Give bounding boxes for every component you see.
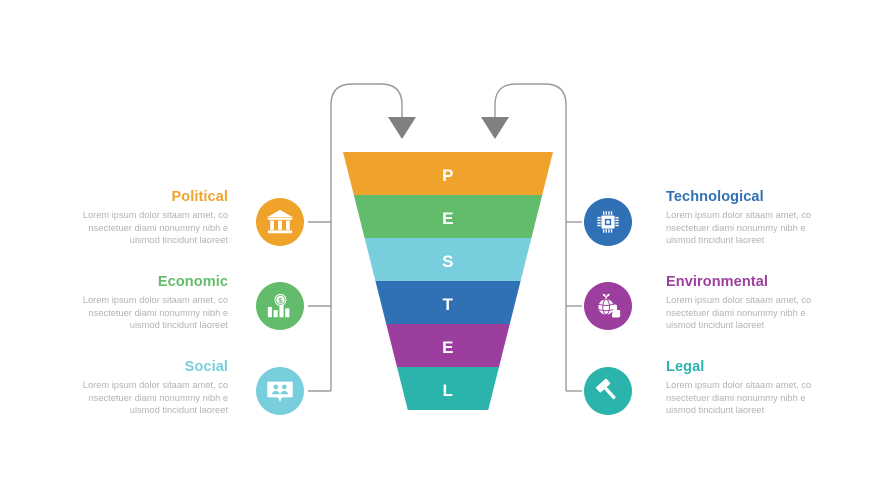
bank-building-icon [266,209,294,234]
item-legal-title: Legal [666,359,705,375]
item-technological-description: Lorem ipsum dolor sitaam amet, co nsecte… [666,210,812,246]
item-political-description: Lorem ipsum dolor sitaam amet, co nsecte… [82,210,228,246]
bar-chart-dollar-icon: $ [267,293,290,318]
funnel-letter-2: S [442,252,454,271]
funnel-letter-1: E [442,209,454,228]
icon-political[interactable] [256,198,304,246]
icon-technological[interactable] [584,198,632,246]
item-legal: Legal Lorem ipsum dolor sitaam amet, co … [666,359,826,417]
item-economic-description: Lorem ipsum dolor sitaam amet, co nsecte… [82,295,228,331]
funnel-band-social [364,238,532,281]
funnel-band-environmental [386,324,510,367]
svg-text:$: $ [278,296,283,305]
gavel-icon [596,378,616,400]
item-environmental: Environmental Lorem ipsum dolor sitaam a… [666,274,826,332]
globe-sprout-hand-icon [598,293,621,318]
icon-environmental[interactable] [584,282,632,330]
item-political-title: Political [171,189,228,205]
pestel-funnel [343,152,553,410]
microchip-icon [597,211,619,233]
item-technological: Technological Lorem ipsum dolor sitaam a… [666,189,826,247]
funnel-letter-5: L [442,381,454,400]
item-economic: Economic Lorem ipsum dolor sitaam amet, … [68,274,228,332]
funnel-letter-3: T [442,295,454,314]
item-environmental-title: Environmental [666,274,769,290]
item-technological-title: Technological [666,189,764,205]
funnel-band-legal [397,367,499,410]
funnel-band-political [343,152,553,195]
people-speech-bubble-icon [267,381,293,403]
item-social: Social Lorem ipsum dolor sitaam amet, co… [68,359,228,417]
icon-economic[interactable]: $ [256,282,304,330]
item-economic-title: Economic [157,274,228,290]
icon-social[interactable] [256,367,304,415]
item-legal-description: Lorem ipsum dolor sitaam amet, co nsecte… [666,380,812,416]
item-social-title: Social [184,359,228,375]
item-political: Political Lorem ipsum dolor sitaam amet,… [68,189,228,247]
funnel-letter-4: E [442,338,454,357]
funnel-band-economic [353,195,543,238]
funnel-letter-0: P [442,166,454,185]
icon-legal[interactable] [584,367,632,415]
funnel-band-technological [375,281,521,324]
item-environmental-description: Lorem ipsum dolor sitaam amet, co nsecte… [666,295,812,331]
item-social-description: Lorem ipsum dolor sitaam amet, co nsecte… [82,380,228,416]
